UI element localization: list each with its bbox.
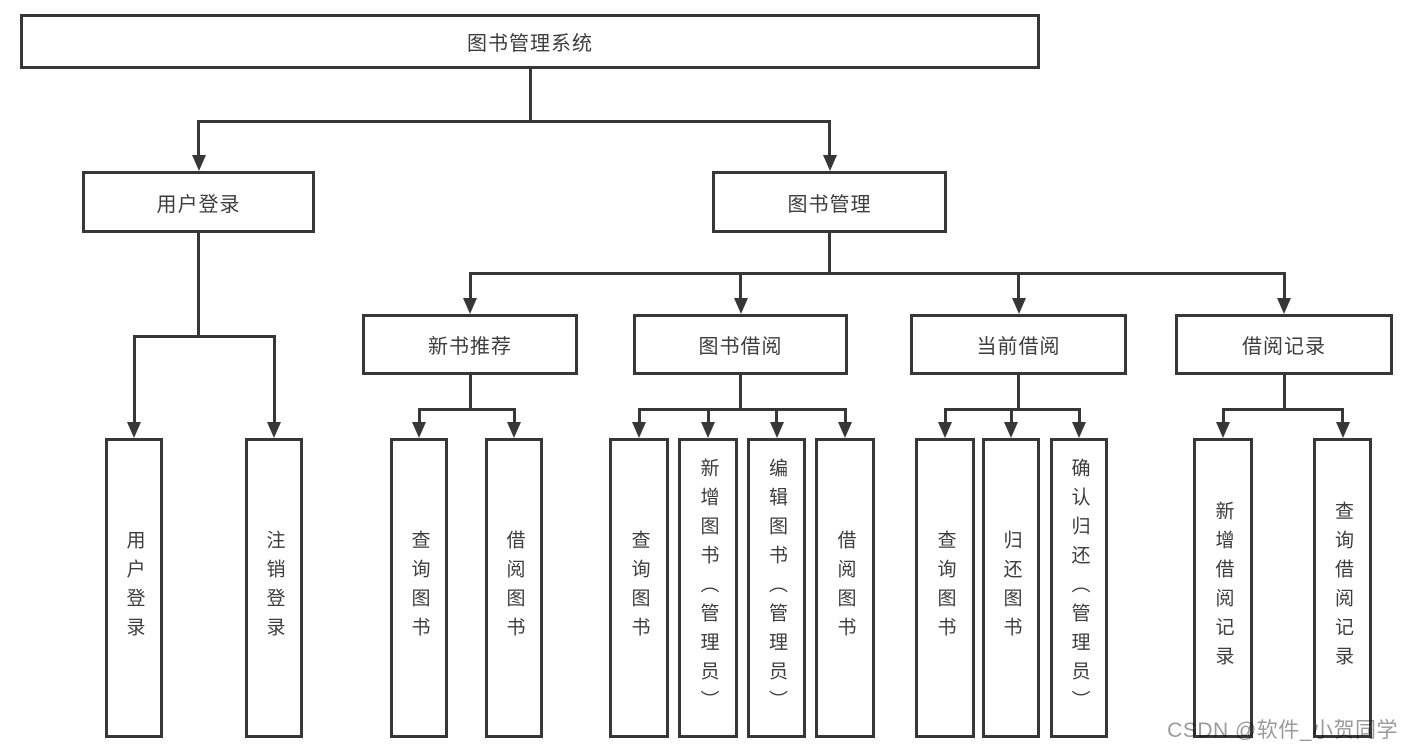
arrowhead-down-icon: [267, 422, 281, 438]
node-label: 借阅记录: [1242, 336, 1326, 358]
node-cb-query: 查询图书: [915, 438, 975, 738]
node-br-add: 新增借阅记录: [1193, 438, 1253, 738]
connector-bus: [468, 272, 1286, 275]
arrowhead-down-icon: [507, 422, 521, 438]
node-logout: 注销登录: [245, 438, 303, 738]
connector-drop: [843, 408, 847, 426]
node-cb-return: 归还图书: [982, 438, 1040, 738]
node-bb-edit: 编辑图书（管理员）: [747, 438, 806, 738]
node-label: 查询图书: [628, 530, 650, 646]
connector-bus: [197, 120, 831, 123]
node-new-book-rec: 新书推荐: [362, 314, 578, 375]
node-label: 注销登录: [263, 530, 285, 646]
node-label: 查询图书: [934, 530, 956, 646]
node-nbr-query: 查询图书: [390, 438, 448, 738]
node-label: 查询借阅记录: [1332, 501, 1353, 675]
connector-drop: [1221, 408, 1225, 426]
watermark: CSDN @软件_小贺同学: [1167, 719, 1398, 742]
connector-stub: [1017, 375, 1020, 408]
node-br-query: 查询借阅记录: [1313, 438, 1372, 738]
connector-bus: [637, 408, 847, 411]
connector-drop: [272, 335, 276, 426]
node-label: 用户登录: [123, 530, 145, 646]
connector-drop: [1017, 272, 1020, 302]
arrowhead-down-icon: [463, 298, 477, 314]
arrowhead-down-icon: [701, 422, 715, 438]
arrowhead-down-icon: [632, 422, 646, 438]
node-book-borrow: 图书借阅: [633, 314, 848, 375]
arrowhead-down-icon: [127, 422, 141, 438]
node-user-login: 用户登录: [82, 171, 315, 233]
connector-drop: [417, 408, 421, 426]
node-label: 新书推荐: [428, 336, 512, 358]
node-label: 新增图书（管理员）: [697, 457, 719, 719]
node-label: 归还图书: [1000, 530, 1022, 646]
connector-bus: [1221, 408, 1344, 411]
node-label: 借阅图书: [834, 530, 856, 646]
arrowhead-down-icon: [838, 422, 852, 438]
connector-drop: [1282, 272, 1286, 302]
arrowhead-down-icon: [733, 298, 748, 314]
connector-drop: [1077, 408, 1081, 426]
arrowhead-down-icon: [1335, 422, 1350, 438]
node-bb-query: 查询图书: [609, 438, 669, 738]
connector-bus: [132, 335, 276, 338]
arrowhead-down-icon: [1216, 422, 1230, 438]
connector-drop: [943, 408, 947, 426]
node-label: 借阅图书: [503, 530, 525, 646]
arrowhead-down-icon: [1072, 422, 1086, 438]
arrowhead-down-icon: [191, 155, 206, 171]
connector-drop: [739, 272, 742, 302]
node-root: 图书管理系统: [20, 14, 1040, 69]
connector-drop: [828, 120, 831, 159]
connector-drop: [775, 408, 778, 426]
connector-bus: [417, 408, 516, 411]
node-user-login-v: 用户登录: [105, 438, 163, 738]
node-label: 图书借阅: [698, 336, 783, 358]
node-nbr-borrow: 借阅图书: [485, 438, 543, 738]
node-current-borrow: 当前借阅: [910, 314, 1127, 375]
node-label: 确认归还（管理员）: [1068, 457, 1090, 719]
connector-drop: [132, 335, 136, 426]
arrowhead-down-icon: [769, 422, 784, 438]
connector-stub: [739, 375, 742, 408]
connector-stub: [197, 233, 200, 335]
node-book-mgmt: 图书管理: [712, 171, 947, 233]
connector-stub: [468, 375, 472, 408]
arrowhead-down-icon: [1011, 298, 1026, 314]
node-label: 查询图书: [408, 530, 430, 646]
arrowhead-down-icon: [938, 422, 952, 438]
connector-drop: [468, 272, 472, 302]
node-cb-confirm: 确认归还（管理员）: [1050, 438, 1108, 738]
connector-stub: [1282, 375, 1286, 408]
connector-drop: [1341, 408, 1344, 426]
connector-drop: [637, 408, 641, 426]
connector-stub: [528, 69, 532, 120]
arrowhead-down-icon: [822, 155, 837, 171]
node-borrow-records: 借阅记录: [1175, 314, 1393, 375]
connector-stub: [828, 233, 831, 272]
node-label: 用户登录: [156, 193, 241, 216]
node-label: 当前借阅: [976, 336, 1061, 358]
arrowhead-down-icon: [1004, 422, 1018, 438]
connector-drop: [197, 120, 200, 159]
node-label: 图书管理系统: [467, 33, 593, 55]
node-bb-borrow: 借阅图书: [815, 438, 875, 738]
node-label: 新增借阅记录: [1212, 501, 1234, 675]
connector-drop: [1009, 408, 1013, 426]
node-label: 图书管理: [787, 193, 872, 216]
connector-drop: [512, 408, 516, 426]
node-label: 编辑图书（管理员）: [766, 457, 787, 719]
arrowhead-down-icon: [412, 422, 426, 438]
connector-drop: [706, 408, 710, 426]
arrowhead-down-icon: [1277, 298, 1291, 314]
node-bb-add: 新增图书（管理员）: [678, 438, 738, 738]
